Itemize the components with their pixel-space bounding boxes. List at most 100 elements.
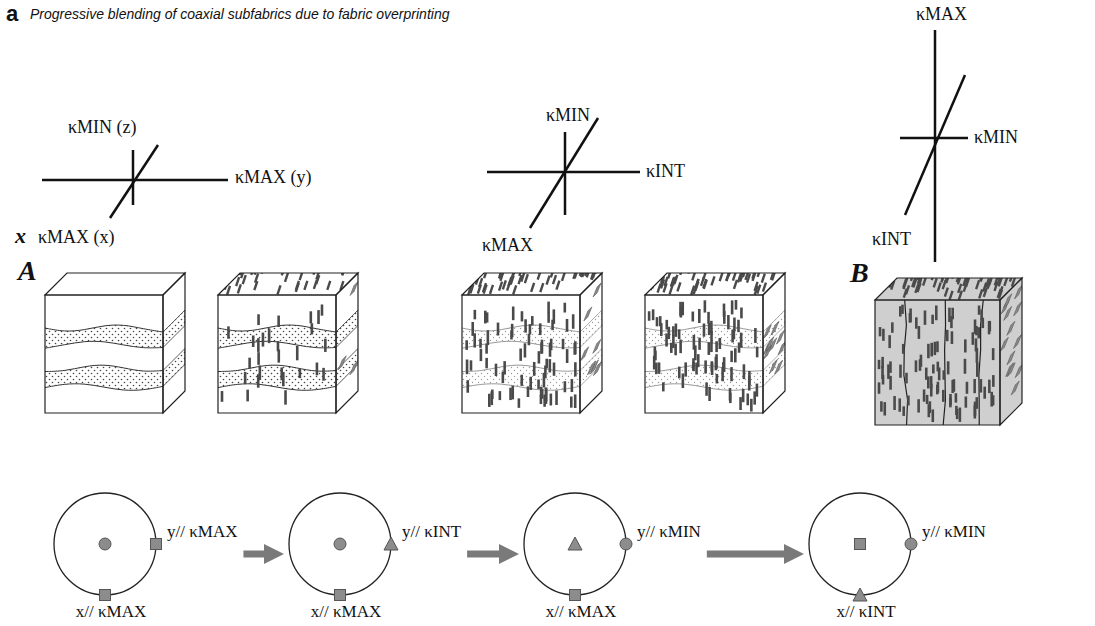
fabric-stick: [553, 275, 556, 284]
fabric-stick: [936, 385, 939, 395]
fabric-stick: [322, 368, 325, 381]
axis-label: κINT: [872, 230, 911, 250]
fabric-stick: [966, 382, 969, 394]
fabric-stick: [564, 303, 567, 313]
fabric-stick: [951, 331, 954, 344]
fabric-stick: [574, 341, 577, 354]
layer-band: [336, 310, 358, 347]
platy-grain: [763, 325, 771, 339]
fabric-stick: [734, 280, 737, 289]
fabric-stick: [911, 272, 914, 281]
fabric-stick: [285, 273, 288, 282]
square-marker: [570, 590, 581, 601]
fabric-stick: [503, 280, 506, 289]
fabric-stick: [951, 308, 954, 320]
fabric-stick: [465, 340, 468, 350]
fabric-stick: [893, 396, 896, 410]
fabric-stick: [257, 352, 260, 365]
axis-orientation-label: y// κMAX: [167, 523, 237, 542]
fabric-stick: [549, 343, 552, 357]
fabric-stick: [277, 349, 280, 362]
fabric-stick: [480, 349, 483, 361]
fabric-stick: [907, 396, 910, 406]
fabric-stick: [566, 319, 569, 332]
fabric-stick: [296, 346, 299, 361]
axis-label: κMIN: [974, 128, 1018, 148]
fabric-stick: [474, 310, 477, 320]
fabric-stick: [304, 281, 307, 290]
fabric-stick: [710, 343, 713, 352]
fabric-stick: [882, 375, 885, 384]
fabric-stick: [698, 309, 701, 323]
fabric-stick: [905, 373, 908, 384]
layer-band: [462, 365, 580, 390]
platy-grain: [581, 347, 589, 361]
fabric-stick: [926, 395, 929, 404]
fabric-stick: [277, 316, 280, 327]
fabric-stick: [520, 375, 523, 386]
block-edge: [645, 273, 785, 295]
layer-band: [163, 310, 185, 347]
fabric-stick: [574, 362, 577, 376]
fabric-stick: [668, 327, 671, 339]
figure-title: Progressive blending of coaxial subfabri…: [30, 7, 449, 22]
block-edge: [462, 273, 602, 295]
fabric-stick: [585, 267, 588, 276]
fabric-stick: [487, 330, 490, 345]
layer-boundary: [645, 341, 763, 348]
layer-boundary: [462, 365, 580, 371]
fabric-stick: [342, 266, 345, 275]
fabric-stick: [679, 302, 682, 316]
fabric-stick: [902, 344, 905, 354]
fabric-stick: [746, 394, 749, 406]
fabric-stick: [906, 285, 909, 294]
fabric-block: [45, 273, 185, 413]
fabric-stick: [983, 387, 986, 399]
fabric-stick: [491, 390, 494, 399]
axis-label: κMIN: [546, 106, 590, 126]
fabric-stick: [571, 379, 574, 392]
fabric-stick: [246, 390, 249, 402]
fabric-stick: [906, 271, 909, 280]
block-edge: [580, 273, 602, 413]
platy-grain: [1015, 285, 1023, 299]
fabric-stick: [748, 371, 751, 385]
fabric-stick: [949, 398, 952, 408]
fabric-stick: [929, 401, 932, 413]
circle-marker: [620, 538, 632, 550]
fabric-stick: [992, 348, 995, 360]
fabric-stick: [734, 348, 737, 362]
fabric-stick: [674, 344, 677, 356]
axis-letter: x: [15, 224, 26, 248]
fabric-stick: [909, 308, 912, 322]
platy-grain: [593, 339, 601, 353]
fabric-block: [218, 265, 358, 413]
fabric-stick: [889, 376, 892, 390]
fabric-stick: [648, 311, 651, 321]
fabric-stick: [999, 286, 1002, 295]
fabric-stick: [955, 393, 958, 402]
fabric-stick: [735, 300, 738, 310]
platy-grain: [584, 307, 592, 321]
fabric-stick: [976, 362, 979, 377]
block-face: [218, 295, 336, 413]
stereonet-svg: [808, 492, 912, 596]
axis-orientation-label: x// κMAX: [76, 603, 146, 622]
fabric-stick: [513, 285, 516, 294]
stereonet-svg: [53, 492, 157, 596]
block-edge: [645, 295, 763, 413]
fabric-stick: [531, 283, 534, 292]
block-face: [875, 300, 1000, 425]
axis-orientation-label: x// κMAX: [546, 603, 616, 622]
stereonet: y// κMINx// κMAX: [523, 492, 701, 596]
fabric-stick: [485, 264, 488, 273]
fabric-stick: [547, 276, 550, 285]
fabric-stick: [284, 390, 287, 404]
fabric-stick: [711, 361, 714, 371]
axis-cross: [900, 30, 968, 262]
fabric-stick: [943, 280, 946, 289]
stereonet-circle: [54, 493, 156, 595]
fabric-stick: [978, 306, 981, 315]
axis-label: κINT: [646, 162, 685, 182]
fabric-stick: [931, 409, 934, 422]
